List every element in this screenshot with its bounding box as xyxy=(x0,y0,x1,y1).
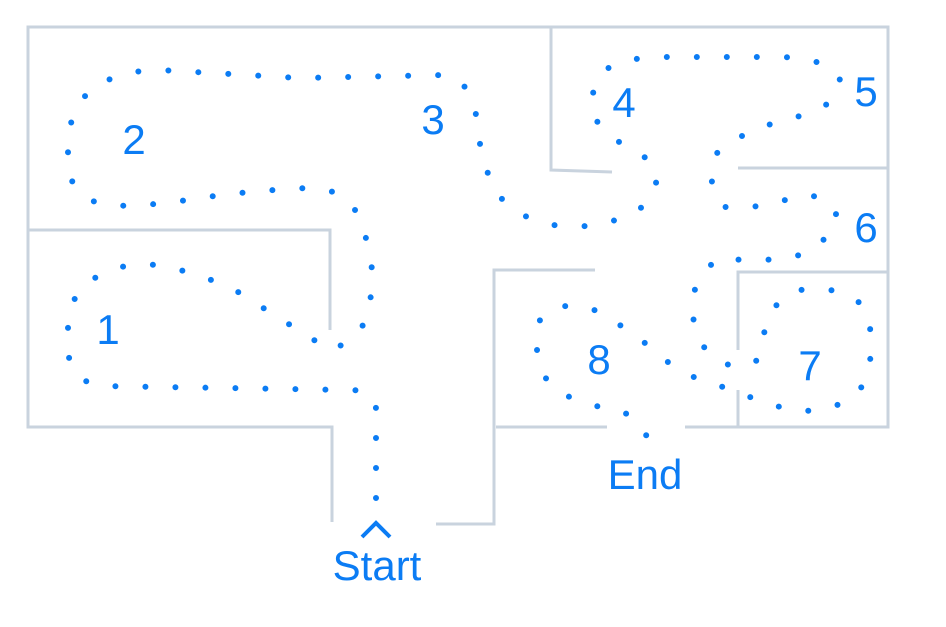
room-4-wall xyxy=(549,27,613,174)
end-label: End xyxy=(607,451,683,498)
room-label-3: 3 xyxy=(421,96,445,143)
room-label-5: 5 xyxy=(854,68,878,115)
room-label-6: 6 xyxy=(854,204,878,251)
room-label-2: 2 xyxy=(122,116,146,163)
room-label-1: 1 xyxy=(96,306,120,353)
corridor-wall-right xyxy=(436,268,595,526)
start-label: Start xyxy=(332,542,422,589)
room-label-4: 4 xyxy=(612,79,636,126)
outer-wall xyxy=(26,25,890,522)
room-label-8: 8 xyxy=(587,336,611,383)
dotted-route xyxy=(65,54,875,501)
room-7-wall xyxy=(736,270,888,350)
walls xyxy=(26,25,890,526)
room-label-7: 7 xyxy=(798,342,822,389)
room-1-wall xyxy=(28,228,332,330)
start-caret-icon xyxy=(360,520,392,539)
